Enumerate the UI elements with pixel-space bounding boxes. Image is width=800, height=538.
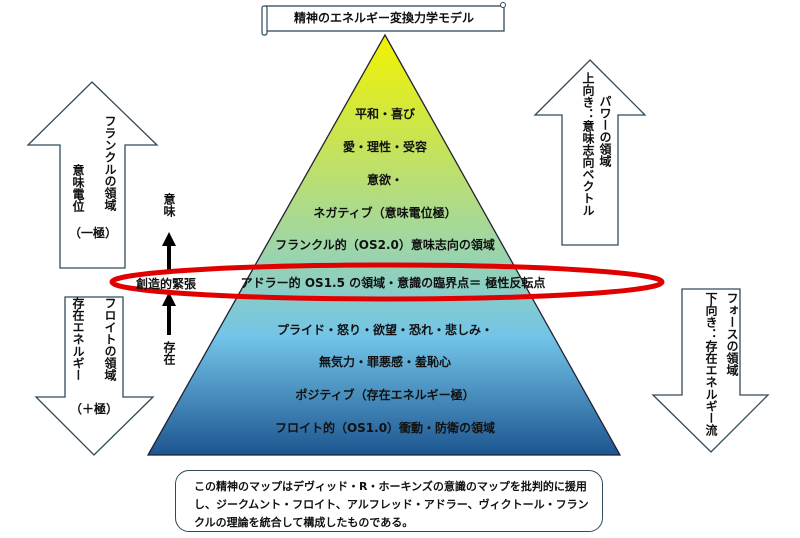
positive-pole-label: （＋極）: [69, 402, 119, 416]
left-down-arrow: [34, 296, 155, 456]
negative-pole-label: （一極）: [68, 226, 118, 240]
frankl-domain-label: フランクルの領域: [103, 115, 117, 211]
power-domain-label: パワーの領域: [598, 95, 612, 167]
pyramid: [146, 33, 622, 456]
pyramid-level: 愛・理性・受容: [342, 140, 428, 154]
left-up-arrow: [26, 81, 159, 269]
creative-tension-label: 創造的緊張: [136, 277, 197, 291]
existence-label: 存在: [162, 341, 176, 365]
pyramid-level: フロイト的（OS1.0）衝動・防衛の領域: [274, 421, 496, 435]
right-up-arrow: [533, 59, 647, 246]
existence-energy-label: 存在エネルギー: [71, 297, 85, 381]
freud-domain-label: フロイトの領域: [103, 297, 117, 381]
title-scroll: [261, 2, 506, 36]
note-line: この精神のマップはデヴィッド・R・ホーキンズの意識のマップを批判的に援用: [194, 480, 587, 493]
explanatory-note: この精神のマップはデヴィッド・R・ホーキンズの意識のマップを批判的に援用 し、ジ…: [175, 470, 603, 532]
note-line: クルの理論を統合して構成したものである。: [194, 516, 414, 529]
pyramid-level: ネガティブ（意味電位極）: [313, 206, 457, 220]
downward-flow-label: 下向き：存在エネルギー流: [704, 292, 718, 436]
note-line: し、ジークムント・フロイト、アルフレッド・アドラー、ヴィクトール・フラン: [194, 498, 589, 511]
pyramid-level: プライド・怒り・欲望・恐れ・悲しみ・: [276, 323, 494, 337]
force-domain-label: フォースの領域: [725, 292, 739, 376]
existence-arrow: [162, 292, 176, 335]
upward-vector-label: 上向き：意味志向ベクトル: [581, 72, 595, 216]
meaning-potential-label: 意味電位: [71, 164, 85, 212]
diagram-title: 精神のエネルギー変換力学モデル: [293, 11, 474, 25]
pyramid-level: 意欲・: [366, 173, 404, 187]
critical-point-ellipse: [109, 262, 665, 302]
meaning-label: 意味: [162, 193, 176, 217]
meaning-arrow: [162, 232, 176, 272]
pyramid-level: 平和・喜び: [354, 107, 416, 121]
pyramid-level: ポジティブ（存在エネルギー極）: [295, 388, 475, 402]
pyramid-level: フランクル的（OS2.0）意味志向の領域: [275, 238, 495, 252]
critical-point-label: アドラー的 OS1.5 の領域・意識の臨界点＝ 極性反転点: [240, 276, 546, 290]
pyramid-level: 無気力・罪悪感・羞恥心: [318, 355, 452, 369]
right-down-arrow: [651, 288, 770, 453]
